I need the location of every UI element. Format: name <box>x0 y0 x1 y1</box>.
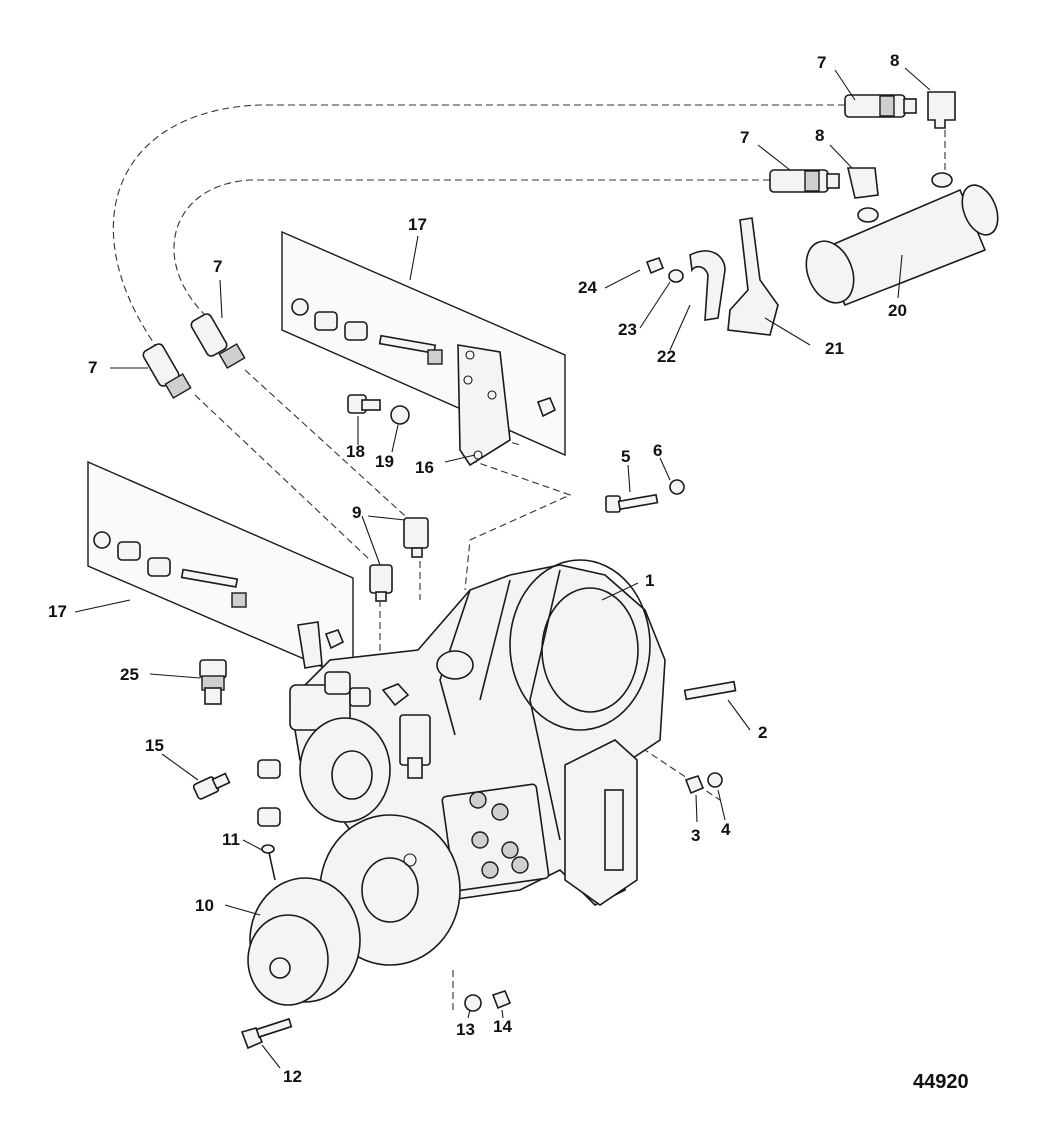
hose-fitting-left-a <box>142 343 192 399</box>
callout-23: 23 <box>618 320 637 339</box>
cooler-clamp-strap <box>689 250 726 321</box>
hose-fitting-top <box>844 94 917 118</box>
callout-24: 24 <box>578 278 597 297</box>
callout-25: 25 <box>120 665 139 684</box>
callout-15: 15 <box>145 736 164 755</box>
callout-22: 22 <box>657 347 676 366</box>
stud-nut <box>684 775 705 795</box>
mounting-bolt <box>605 493 659 513</box>
kit-panel-lower <box>87 460 354 682</box>
callout-19: 19 <box>375 452 394 471</box>
callout-1: 1 <box>645 571 654 590</box>
drive-coupler <box>247 877 361 1006</box>
callout-4: 4 <box>721 820 731 839</box>
cooler-clamp-bracket <box>727 217 779 336</box>
elbow-fitting-b <box>403 517 429 558</box>
callout-18: 18 <box>346 442 365 461</box>
transmission-housing <box>257 559 666 966</box>
coupler-bolt <box>240 1017 293 1050</box>
mounting-stud <box>683 680 737 701</box>
callout-13: 13 <box>456 1020 475 1039</box>
callout-14: 14 <box>493 1017 512 1036</box>
elbow-fitting-top <box>927 91 956 129</box>
temperature-sender <box>199 659 227 705</box>
callout-17-lower: 17 <box>48 602 67 621</box>
callout-7-left-b: 7 <box>213 257 222 276</box>
housing-nut <box>491 990 512 1010</box>
hose-fitting-upper <box>769 169 840 193</box>
callout-7-top: 7 <box>817 53 826 72</box>
callout-6: 6 <box>653 441 662 460</box>
callout-2: 2 <box>758 723 767 742</box>
callout-11: 11 <box>222 830 240 849</box>
callout-7-upper: 7 <box>740 128 749 147</box>
callout-12: 12 <box>283 1067 302 1086</box>
callout-5: 5 <box>621 447 630 466</box>
callout-9: 9 <box>352 503 361 522</box>
hose-fitting-left-b <box>190 313 246 369</box>
stud-washer <box>707 772 723 788</box>
callout-8-top: 8 <box>890 51 899 70</box>
callout-labels: 7 8 7 8 17 7 24 20 23 22 21 7 18 19 16 5… <box>48 51 907 1086</box>
leader-lines <box>74 67 931 1069</box>
callout-21: 21 <box>825 339 844 358</box>
elbow-fitting-upper <box>846 167 879 199</box>
callout-3: 3 <box>691 826 700 845</box>
callout-7-left-a: 7 <box>88 358 97 377</box>
coupler-screw <box>261 844 276 881</box>
pressure-switch <box>192 772 231 800</box>
figure-number: 44920 <box>913 1071 969 1093</box>
cooler-nut <box>645 257 665 275</box>
callout-16: 16 <box>415 458 434 477</box>
callout-17-upper: 17 <box>408 215 427 234</box>
housing-washer <box>464 994 482 1012</box>
plate-bolt <box>347 394 381 414</box>
oil-cooler <box>805 172 999 307</box>
lock-washer <box>669 479 685 495</box>
kit-panel-upper <box>281 230 566 467</box>
callout-20: 20 <box>888 301 907 320</box>
elbow-fitting-a <box>369 564 393 602</box>
callout-8-upper: 8 <box>815 126 824 145</box>
cooler-washer <box>668 269 684 283</box>
callout-10: 10 <box>195 896 214 915</box>
plate-washer <box>390 405 410 425</box>
